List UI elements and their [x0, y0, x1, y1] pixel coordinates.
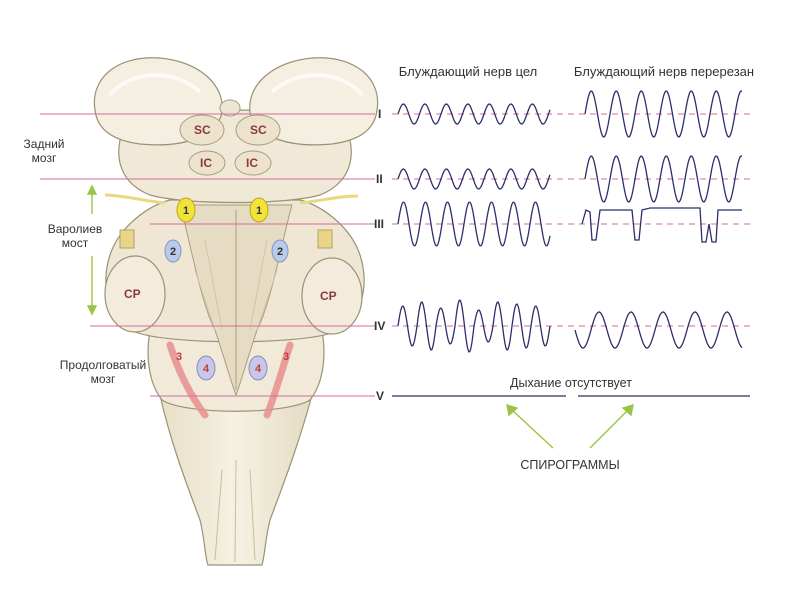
trace-III-cut [582, 208, 742, 242]
trace-II-cut [585, 156, 742, 202]
label-marker-1-left: 1 [183, 205, 189, 217]
label-pons-line2: мост [62, 236, 89, 250]
arrow-down-icon [88, 306, 96, 314]
level-label-III: III [374, 217, 384, 231]
label-marker-2-right: 2 [277, 246, 283, 258]
brainstem-illustration [94, 58, 377, 565]
label-marker-3-right: 3 [283, 351, 289, 363]
level-label-II: II [376, 172, 383, 186]
label-hindbrain-line2: мозг [32, 151, 57, 165]
level-label-IV: IV [374, 319, 385, 333]
label-hindbrain-line1: Задний [24, 137, 65, 151]
label-sc-right: SC [250, 123, 267, 137]
level-label-I: I [378, 107, 381, 121]
label-pons-line1: Варолиев [48, 222, 103, 236]
level-label-V: V [376, 389, 384, 403]
label-marker-1-right: 1 [256, 205, 262, 217]
label-cp-right: CP [320, 289, 337, 303]
caption-spirograms: СПИРОГРАММЫ [520, 458, 619, 472]
header-cut: Блуждающий нерв перерезан [574, 64, 754, 79]
label-medulla-line2: мозг [91, 372, 116, 386]
spirogram-traces [392, 91, 750, 396]
no-breathing-label: Дыхание отсутствует [510, 376, 632, 390]
label-marker-4-left: 4 [203, 363, 210, 375]
label-medulla-line1: Продолговатый [60, 358, 146, 372]
caption-arrows [507, 405, 633, 448]
label-ic-right: IC [246, 156, 258, 170]
trace-I-cut [585, 91, 742, 137]
label-marker-2-left: 2 [170, 246, 176, 258]
header-intact: Блуждающий нерв цел [399, 64, 538, 79]
pons-extent-arrows [88, 186, 96, 314]
label-ic-left: IC [200, 156, 212, 170]
label-marker-3-left: 3 [176, 351, 182, 363]
trace-IV-cut [575, 312, 742, 348]
label-sc-left: SC [194, 123, 211, 137]
label-marker-4-right: 4 [255, 363, 262, 375]
label-cp-left: CP [124, 287, 141, 301]
arrow-up-icon [88, 186, 96, 194]
